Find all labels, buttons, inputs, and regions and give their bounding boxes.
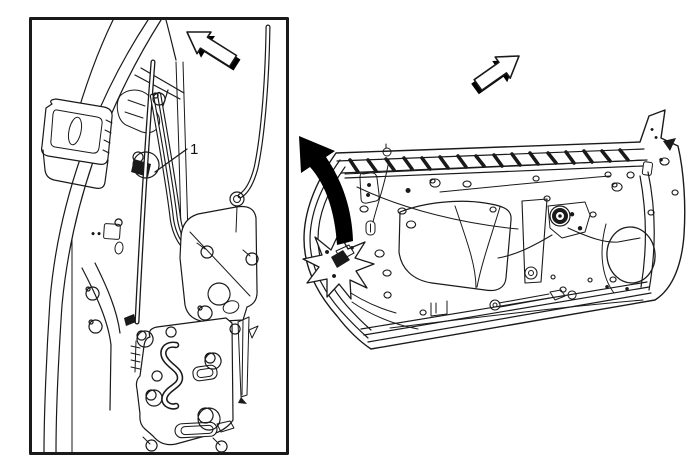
door-edge-curves xyxy=(43,19,177,453)
callout-1: 1 xyxy=(154,141,198,173)
curved-arrow-icon xyxy=(299,136,353,245)
release-cables xyxy=(149,91,193,249)
burst-icon xyxy=(302,232,375,300)
detail-view: 1 xyxy=(29,17,289,455)
panel-clips xyxy=(91,223,124,255)
rear-frame xyxy=(639,171,655,291)
detail-holes xyxy=(85,92,259,453)
latch-assembly xyxy=(135,191,259,446)
door-panel xyxy=(303,109,686,350)
glass-run-channel xyxy=(124,59,189,373)
arrow-up-left-icon xyxy=(186,31,241,71)
hem-lines xyxy=(360,281,652,343)
callout-1-label: 1 xyxy=(190,141,198,158)
access-opening xyxy=(398,200,512,292)
burst-latch-detail xyxy=(325,246,354,278)
sail-bracket-fill xyxy=(663,138,676,151)
overview-view xyxy=(299,55,686,350)
callout-1-leader xyxy=(154,148,188,173)
front-bracket xyxy=(359,143,392,236)
linkage-rod xyxy=(389,289,644,329)
arrow-up-right-icon xyxy=(471,55,520,95)
rail-hash-marks xyxy=(348,148,630,174)
speaker-opening xyxy=(606,226,656,284)
front-edge-arc xyxy=(309,159,369,339)
door-outline xyxy=(303,109,686,350)
window-regulator xyxy=(356,186,641,289)
sail-hole xyxy=(641,161,654,176)
arrow-body xyxy=(186,31,238,68)
lock-rod xyxy=(237,24,271,199)
regulator-cable xyxy=(356,186,519,230)
bumper-block xyxy=(41,98,113,189)
door-holes xyxy=(359,157,679,316)
arrow-body xyxy=(473,55,520,92)
